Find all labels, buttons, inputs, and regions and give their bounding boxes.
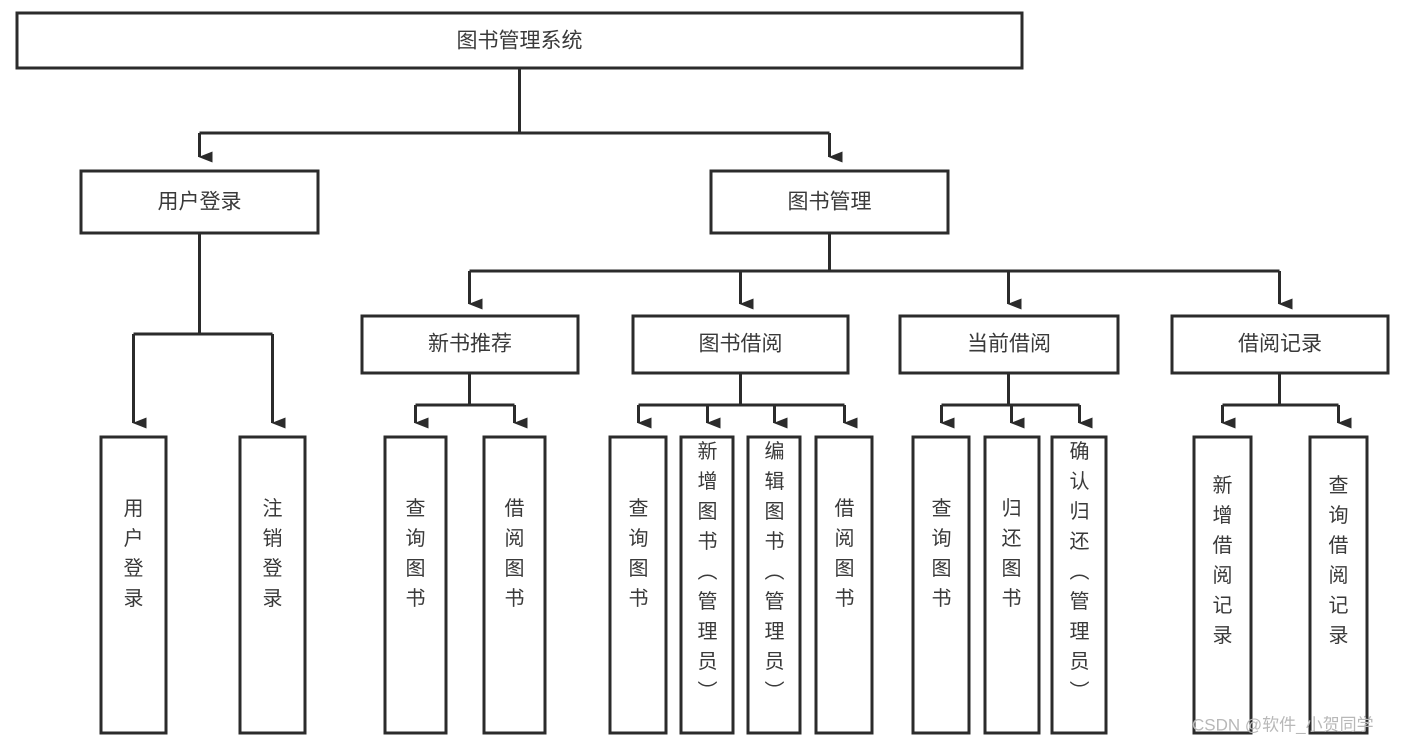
node-leaf-user-login-label: 用户登录 [124, 498, 144, 610]
node-leaf-bb-query-book[interactable]: 查询图书 [608, 435, 668, 735]
node-leaf-br-add-record[interactable]: 新增借阅记录 [1192, 435, 1253, 735]
node-book-manage-label: 图书管理 [788, 191, 872, 214]
node-current-borrow[interactable]: 当前借阅 [898, 314, 1120, 375]
connector-layer [132, 68, 1352, 429]
node-leaf-cb-query-book-label: 查询图书 [932, 497, 952, 610]
node-leaf-br-query-record-label: 查询借阅记录 [1329, 474, 1349, 647]
node-book-borrow-label: 图书借阅 [699, 333, 783, 356]
node-leaf-rec-query-book-box[interactable] [383, 435, 448, 735]
node-leaf-bb-edit-book[interactable]: 编辑图书︵管理员︶ [746, 435, 802, 735]
node-leaf-rec-query-book[interactable]: 查询图书 [383, 435, 448, 735]
node-leaf-bb-borrow-book[interactable]: 借阅图书 [814, 435, 874, 735]
node-leaf-br-query-record[interactable]: 查询借阅记录 [1308, 435, 1369, 735]
node-current-borrow-box[interactable] [898, 314, 1120, 375]
node-leaf-cb-return-book-box[interactable] [983, 435, 1041, 735]
node-leaf-bb-edit-book-label: 编辑图书︵管理员︶ [765, 440, 785, 703]
node-leaf-cb-return-book-label: 归还图书 [1002, 497, 1022, 610]
node-user-login[interactable]: 用户登录 [79, 169, 320, 235]
node-borrow-record[interactable]: 借阅记录 [1170, 314, 1390, 375]
node-borrow-record-label: 借阅记录 [1238, 333, 1322, 356]
node-leaf-user-logout-box[interactable] [238, 435, 307, 735]
node-root-label: 图书管理系统 [457, 30, 583, 53]
node-root[interactable]: 图书管理系统 [15, 11, 1024, 70]
node-user-login-label: 用户登录 [158, 191, 242, 214]
node-leaf-br-add-record-box[interactable] [1192, 435, 1253, 735]
node-leaf-rec-borrow-book-label: 借阅图书 [505, 497, 525, 610]
node-leaf-rec-borrow-book[interactable]: 借阅图书 [482, 435, 547, 735]
node-root-box[interactable] [15, 11, 1024, 70]
csdn-watermark: CSDN @软件_小贺同学 [1192, 715, 1374, 734]
node-leaf-cb-confirm-return-label: 确认归还︵管理员︶ [1070, 440, 1090, 703]
node-leaf-cb-confirm-return-box[interactable] [1050, 435, 1108, 735]
node-borrow-record-box[interactable] [1170, 314, 1390, 375]
node-user-login-box[interactable] [79, 169, 320, 235]
node-leaf-cb-confirm-return[interactable]: 确认归还︵管理员︶ [1050, 435, 1108, 735]
node-leaf-user-login[interactable]: 用户登录 [99, 435, 168, 735]
node-leaf-bb-borrow-book-label: 借阅图书 [835, 497, 855, 610]
node-leaf-bb-edit-book-box[interactable] [746, 435, 802, 735]
node-leaf-bb-query-book-label: 查询图书 [629, 497, 649, 610]
node-leaf-cb-query-book[interactable]: 查询图书 [911, 435, 971, 735]
node-book-manage[interactable]: 图书管理 [709, 169, 950, 235]
node-leaf-br-query-record-box[interactable] [1308, 435, 1369, 735]
node-new-book-recommend-label: 新书推荐 [428, 333, 512, 356]
node-current-borrow-label: 当前借阅 [967, 333, 1051, 356]
node-leaf-cb-return-book[interactable]: 归还图书 [983, 435, 1041, 735]
node-leaf-bb-add-book-label: 新增图书︵管理员︶ [698, 440, 718, 703]
node-leaf-user-logout-label: 注销登录 [263, 497, 283, 610]
node-book-borrow[interactable]: 图书借阅 [631, 314, 850, 375]
node-leaf-user-logout[interactable]: 注销登录 [238, 435, 307, 735]
node-leaf-rec-borrow-book-box[interactable] [482, 435, 547, 735]
node-leaf-br-add-record-label: 新增借阅记录 [1213, 474, 1233, 647]
node-leaf-bb-query-book-box[interactable] [608, 435, 668, 735]
node-book-manage-box[interactable] [709, 169, 950, 235]
leaf-layer: 用户登录 注销登录 查询图书 借阅图书 查询图书 新增图书︵管理员︶ [99, 435, 1369, 735]
node-leaf-bb-add-book[interactable]: 新增图书︵管理员︶ [679, 435, 735, 735]
node-leaf-user-login-box[interactable] [99, 435, 168, 735]
node-leaf-bb-add-book-box[interactable] [679, 435, 735, 735]
node-leaf-cb-query-book-box[interactable] [911, 435, 971, 735]
node-book-borrow-box[interactable] [631, 314, 850, 375]
node-new-book-recommend[interactable]: 新书推荐 [360, 314, 580, 375]
node-new-book-recommend-box[interactable] [360, 314, 580, 375]
node-leaf-bb-borrow-book-box[interactable] [814, 435, 874, 735]
node-leaf-rec-query-book-label: 查询图书 [406, 497, 426, 610]
